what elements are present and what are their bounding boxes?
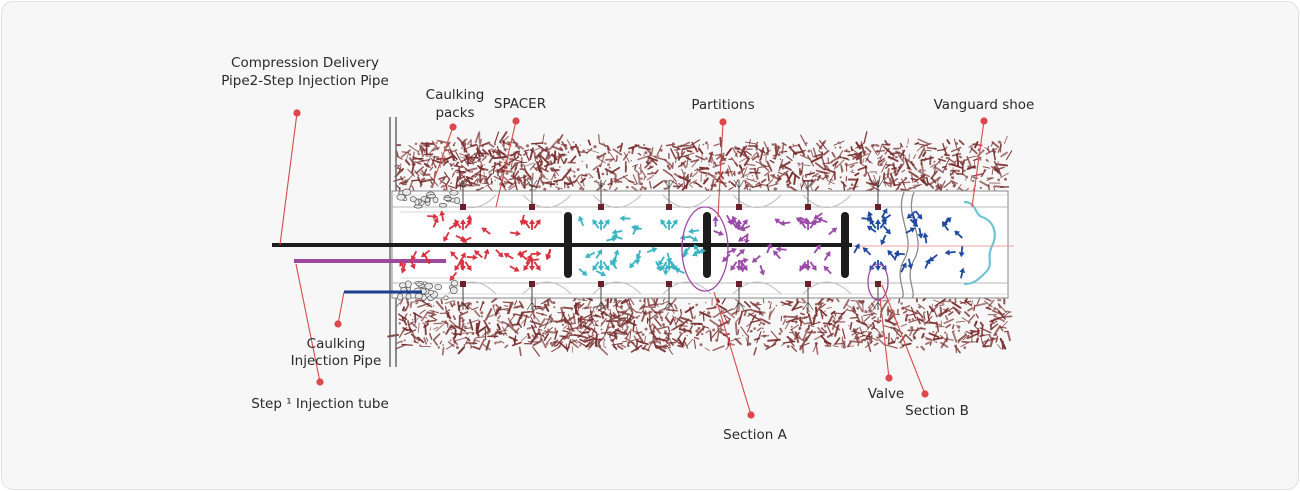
label-vanguard-shoe: Vanguard shoe <box>934 97 1035 113</box>
label-caulking-packs-1: Caulking <box>426 87 485 103</box>
label-section-b: Section B <box>905 403 969 419</box>
label-partitions: Partitions <box>691 97 754 113</box>
label-step1-injection: Step ¹ Injection tube <box>251 396 389 412</box>
label-valve: Valve <box>868 386 905 402</box>
partitions-graphic <box>564 212 849 278</box>
label-caulking-injection-1: Caulking <box>307 336 366 352</box>
leader-lines <box>279 112 985 416</box>
label-section-a: Section A <box>723 427 787 443</box>
break-marks <box>899 191 919 299</box>
spacer-arcs <box>447 194 852 295</box>
caulking-packs-graphic <box>396 188 461 301</box>
label-caulking-packs-2: packs <box>435 105 474 121</box>
section-b-ellipse <box>867 263 889 301</box>
label-compression-delivery-1: Compression Delivery <box>231 55 379 71</box>
label-spacer: SPACER <box>494 96 546 112</box>
section-a-ellipse <box>681 206 729 292</box>
soil-layer-top <box>393 130 1013 200</box>
label-caulking-injection-2: Injection Pipe <box>291 353 382 369</box>
soil-layer-bottom <box>387 289 1013 357</box>
leader-dots <box>293 109 988 419</box>
valve-posts <box>457 179 884 311</box>
grout-flow-arrows <box>399 208 966 282</box>
label-compression-delivery-2: Pipe2-Step Injection Pipe <box>221 73 389 89</box>
